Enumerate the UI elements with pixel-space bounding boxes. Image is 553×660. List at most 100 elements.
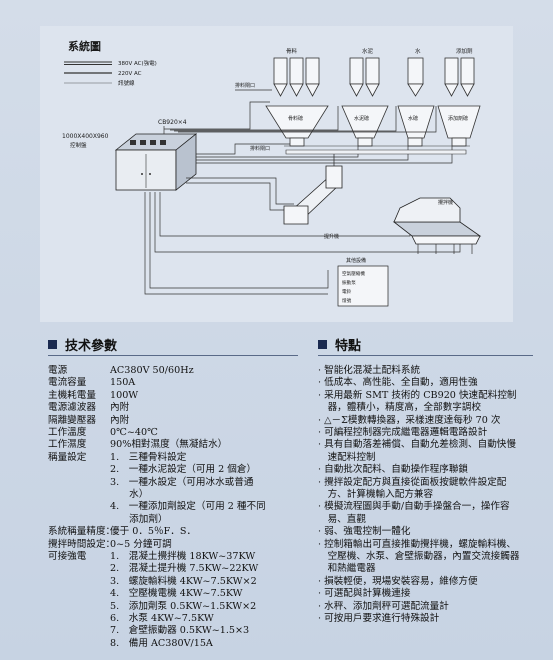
mixer	[392, 197, 482, 254]
spec-value: 5. 添加劑泵 0.5KW~1.5KW×2	[110, 600, 257, 612]
spec-label: 工作溫度	[48, 427, 87, 438]
controller-label: 控制盤	[70, 141, 87, 149]
spec-label: 電源	[48, 365, 68, 376]
spec-value: 4. 空壓機電機 4KW~7.5KW	[110, 588, 243, 600]
hopper-label-water: 水磅	[408, 115, 418, 122]
spec-value: 8. 備用 AC380V/15A	[110, 637, 213, 649]
hopper-label-cement: 水泥磅	[354, 115, 369, 122]
feature-line: · 采用最新 SMT 技術的 CB920 快速配料控制	[318, 389, 517, 401]
feed-port-top-label: 排料閘口	[235, 82, 255, 89]
hopper-label-additive: 添加劑磅	[448, 115, 468, 122]
signal-wires	[163, 101, 437, 134]
spec-value: 2. 混凝土提升機 7.5KW~22KW	[110, 563, 259, 575]
feature-line: · 損裝輕便，現場安裝容易，維修方便	[318, 575, 478, 587]
system-diagram-panel: 系統圖 380V AC(強電) 220V AC 訊號線 骨料 水泥 水 添加劑	[40, 26, 513, 322]
legend-380v: 380V AC(強電)	[118, 59, 157, 67]
spec-value: 100W	[110, 389, 139, 401]
cb920-label: CB920×4	[158, 119, 187, 126]
silo-label-water: 水	[415, 47, 421, 55]
features-heading-text: 特點	[335, 339, 362, 354]
feature-line: · 可按用戶要求進行特殊設計	[318, 613, 440, 624]
spec-label: 稱量設定	[48, 451, 87, 463]
heading-bullet-icon	[48, 340, 57, 349]
spec-value: 1. 混凝土攪拌機 18KW~37KW	[110, 551, 256, 562]
feature-line: 方、計算機輸入配方兼容	[318, 489, 434, 500]
cement-silos	[349, 57, 380, 97]
spec-value: 7. 倉壁振動器 0.5KW~1.5×3	[110, 625, 250, 637]
spec-label: 電流容量	[48, 377, 87, 389]
legend-220v: 220V AC	[118, 71, 142, 77]
feature-line: · 具有自動落差補償、自動允差檢測、自動快慢	[318, 439, 516, 451]
spec-value: 150A	[110, 377, 136, 389]
other-equipment-item: 振動泵	[342, 279, 356, 286]
feature-line: · 攪拌設定配方與直接從面板按鍵軟件設定配	[318, 476, 507, 488]
feed-port-mid-label: 排料閘口	[250, 145, 270, 152]
spec-value: 內附	[110, 414, 130, 426]
spec-value: 4. 一種添加劑設定（可用 2 種不同	[110, 501, 266, 513]
silo-label-aggregate: 骨料	[286, 47, 298, 55]
bucket-lift	[283, 154, 343, 225]
spec-label: 電源濾波器	[48, 402, 96, 414]
spec-value: 0℃~40℃	[110, 427, 158, 438]
spec-value: 6. 水泵 4KW~7.5KW	[110, 613, 214, 624]
diagram-legend: 380V AC(強電) 220V AC 訊號線	[64, 59, 157, 87]
spec-value: 3. 一種水設定（可用冰水或普通	[110, 476, 254, 488]
spec-label: 主機耗電量	[48, 389, 96, 401]
diagram-title: 系統圖	[68, 39, 101, 53]
features-divider	[318, 355, 533, 356]
spec-value: 優于 0．5％F．S．	[110, 526, 197, 538]
features-heading: 特點	[318, 335, 361, 354]
water-silo	[407, 57, 424, 97]
spec-value: 3. 螺旋輸料機 4KW~7.5KW×2	[110, 575, 257, 587]
spec-label: 系統稱量精度：	[48, 526, 116, 538]
spec-value: 90%相對濕度（無凝結水）	[110, 439, 228, 451]
feature-line: 空壓機、水泵、倉壁振動器，內置交流接觸器	[318, 551, 520, 562]
spec-label: 工作濕度	[48, 439, 87, 451]
control-cabinet	[114, 133, 198, 191]
feature-line: 易、直觀	[318, 513, 366, 525]
silo-label-additive: 添加劑	[456, 47, 473, 55]
spec-value: 添加劑）	[110, 513, 168, 525]
feature-line: · 水秤、添加劑秤可選配流量計	[318, 600, 449, 612]
spec-label: 可接強電	[48, 551, 87, 562]
specs-heading-text: 技术參數	[65, 339, 118, 354]
aggregate-silos	[273, 57, 320, 97]
feature-line: · 智能化混凝土配料系統	[318, 365, 421, 376]
silo-label-cement: 水泥	[362, 47, 374, 55]
spec-value: AC380V 50/60Hz	[110, 365, 194, 376]
specs-heading: 技术參數	[48, 335, 117, 354]
feature-line: · 低成本、高性能、全自動，適用性強	[318, 377, 478, 389]
heading-bullet-icon	[318, 340, 327, 349]
spec-label: 隔離變壓器	[48, 414, 96, 426]
feature-line: · 控制箱輸出可直接推動攪拌機，螺旋輸料機、	[318, 538, 516, 550]
spec-value: 內附	[110, 402, 130, 414]
feature-line: · 可選配與計算機連接	[318, 588, 411, 600]
spec-value: 水）	[110, 489, 149, 500]
feature-line: · 可編程控制器完成繼電器邏輯電路設計	[318, 427, 488, 438]
feature-line: · 模擬流程圖與手動/自動手操盤合一，操作容	[318, 501, 510, 513]
feature-line: 器，體積小，精度高，全部數字調校	[318, 402, 482, 414]
mixer-label: 攪拌機	[438, 199, 453, 206]
other-equipment: 其他設備 空氣壓縮機 振動泵 電鈴 燈號	[337, 257, 389, 307]
spec-value: 0~5 分鐘可調	[110, 538, 172, 550]
specs-divider	[48, 355, 298, 356]
hopper-label-aggregate: 骨料磅	[288, 115, 303, 122]
feature-line: 和熱繼電器	[318, 563, 376, 575]
spec-label: 攪拌時間設定：	[48, 538, 116, 550]
weigh-hoppers	[265, 105, 481, 147]
other-equipment-title: 其他設備	[346, 257, 366, 264]
feature-line: · 弱、強電控制一體化	[318, 526, 411, 538]
other-equipment-item: 電鈴	[342, 288, 352, 295]
feature-line: 速配料控制	[318, 451, 376, 463]
additive-silos	[444, 57, 475, 97]
feature-line: · 自動批次配料、自動操作程序聯鎖	[318, 464, 469, 476]
spec-value: 2. 一種水泥設定（可用 2 個倉）	[110, 464, 257, 476]
other-equipment-item: 燈號	[342, 297, 352, 304]
other-equipment-item: 空氣壓縮機	[342, 270, 365, 277]
system-diagram: 系統圖 380V AC(強電) 220V AC 訊號線 骨料 水泥 水 添加劑	[62, 39, 482, 307]
lift-label: 提升機	[324, 233, 339, 240]
spec-value: 1. 三種骨料設定	[110, 451, 187, 463]
feature-line: · △－Σ模數轉換器，采樣速度達每秒 70 次	[318, 414, 501, 426]
controller-size: 1000X400X960	[62, 133, 109, 140]
